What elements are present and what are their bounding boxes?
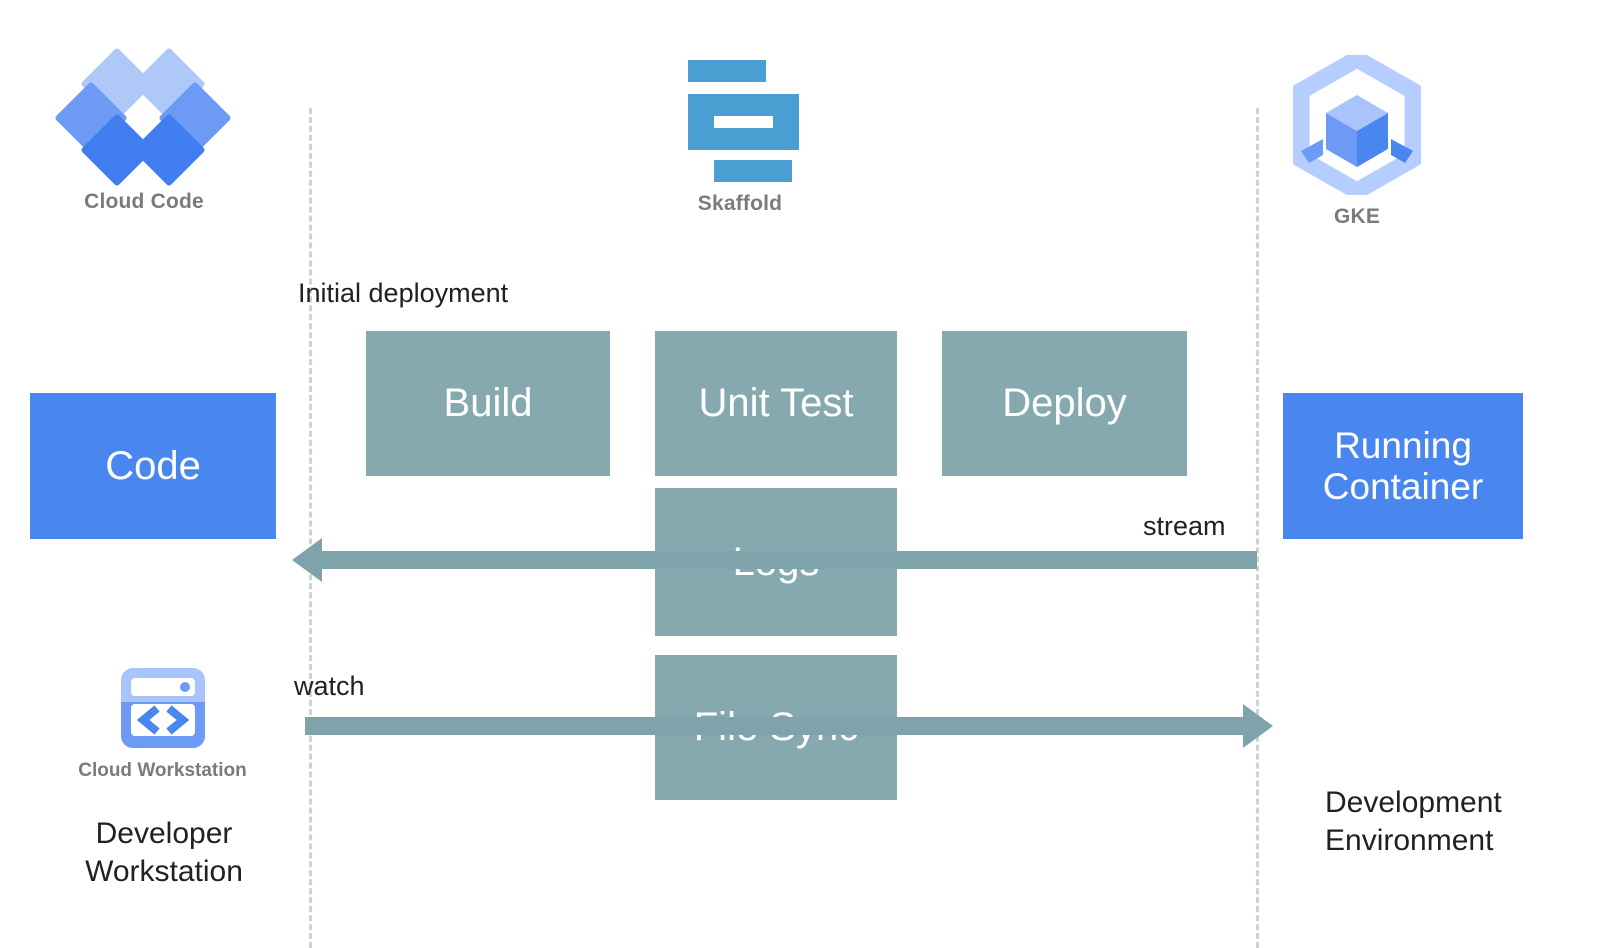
development-environment-label: Development Environment xyxy=(1325,786,1502,858)
cloud-workstation-caption: Cloud Workstation xyxy=(78,760,247,781)
gke-logo-block: GKE xyxy=(1262,49,1452,229)
watch-arrow-head-icon xyxy=(1243,704,1273,748)
developer-workstation-label: Developer Workstation xyxy=(85,817,243,889)
watch-label: watch xyxy=(294,671,365,701)
unit-test-box[interactable]: Unit Test xyxy=(655,331,897,476)
initial-deployment-label: Initial deployment xyxy=(298,278,509,308)
watch-arrow-shaft xyxy=(305,717,1243,735)
cloud-code-diamonds-icon xyxy=(54,47,232,187)
code-box[interactable]: Code xyxy=(30,393,276,539)
boundary-line-right xyxy=(1256,108,1259,948)
stream-arrow-shaft xyxy=(322,551,1257,569)
deploy-box[interactable]: Deploy xyxy=(942,331,1187,476)
skaffold-logo-block: Skaffold xyxy=(640,60,840,216)
build-box[interactable]: Build xyxy=(366,331,610,476)
cloud-workstation-logo-block: Cloud Workstation xyxy=(55,662,270,782)
running-container-box[interactable]: Running Container xyxy=(1283,393,1523,539)
code-window-icon xyxy=(117,662,209,754)
gke-caption: GKE xyxy=(1333,205,1381,228)
boundary-line-left xyxy=(309,108,312,948)
skaffold-logo-icon xyxy=(681,60,799,182)
skaffold-caption: Skaffold xyxy=(697,192,783,215)
cloud-code-logo-block: Cloud Code xyxy=(38,47,250,214)
stream-label: stream xyxy=(1143,511,1226,541)
cloud-code-caption: Cloud Code xyxy=(84,190,204,213)
stream-arrow-head-icon xyxy=(292,538,322,582)
gke-hexagon-cube-icon xyxy=(1292,49,1422,201)
